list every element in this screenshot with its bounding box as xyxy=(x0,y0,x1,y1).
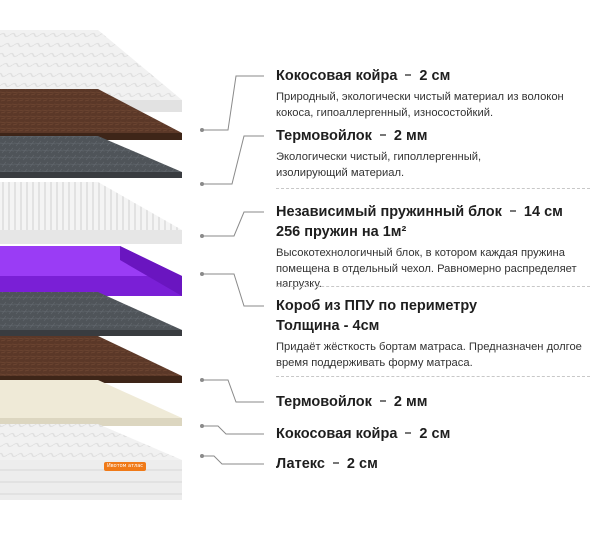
brand-badge: Ивотом атлас xyxy=(104,462,146,471)
spec-title: Термовойлок xyxy=(276,394,372,410)
spec-coir-bottom: Кокосовая койра 2 см xyxy=(276,424,594,444)
spec-title: Кокосовая койра xyxy=(276,426,397,442)
spec-value: 2 см xyxy=(347,456,378,472)
spec-spring-block: Независимый пружинный блок 14 см 256 пруж… xyxy=(276,202,594,293)
divider xyxy=(276,188,590,189)
spec-ppu-frame: Короб из ППУ по периметру Толщина - 4см … xyxy=(276,296,594,371)
spec-latex: Латекс 2 см xyxy=(276,454,594,474)
spec-value: 2 мм xyxy=(394,394,428,410)
divider xyxy=(276,286,590,287)
spec-title: Кокосовая койра xyxy=(276,68,397,84)
layer-bottom-quilt xyxy=(0,424,182,500)
spec-title: Короб из ППУ по периметру xyxy=(276,296,594,316)
spec-felt-bottom: Термовойлок 2 мм xyxy=(276,392,594,412)
spec-title: Независимый пружинный блок xyxy=(276,204,502,220)
mattress-layer-stack xyxy=(0,0,240,536)
spec-description: Придаёт жёсткость бортам матраса. Предна… xyxy=(276,340,594,371)
divider xyxy=(276,376,590,377)
spec-felt-top: Термовойлок 2 мм Экологически чистый, гип… xyxy=(276,126,594,181)
spec-value: 2 см xyxy=(419,426,450,442)
spec-value: 2 мм xyxy=(394,128,428,144)
spec-description: Природный, экологически чистый материал … xyxy=(276,90,594,121)
spec-value: 2 см xyxy=(419,68,450,84)
layer-spring-block xyxy=(0,182,182,244)
spec-subtitle: Толщина - 4см xyxy=(276,316,594,336)
spec-coir-top: Кокосовая койра 2 см Природный, экологиче… xyxy=(276,66,594,121)
layer-ppu-frame xyxy=(0,246,182,296)
layer-felt-bottom xyxy=(0,292,182,336)
layer-felt-top xyxy=(0,136,182,178)
spec-description: Экологически чистый, гиполлергенный, изо… xyxy=(276,150,526,181)
layer-coir-bottom xyxy=(0,336,182,383)
spec-subtitle: 256 пружин на 1м² xyxy=(276,222,594,242)
spec-value: 14 см xyxy=(524,204,563,220)
layer-latex xyxy=(0,380,182,426)
spec-title: Латекс xyxy=(276,456,325,472)
spec-title: Термовойлок xyxy=(276,128,372,144)
